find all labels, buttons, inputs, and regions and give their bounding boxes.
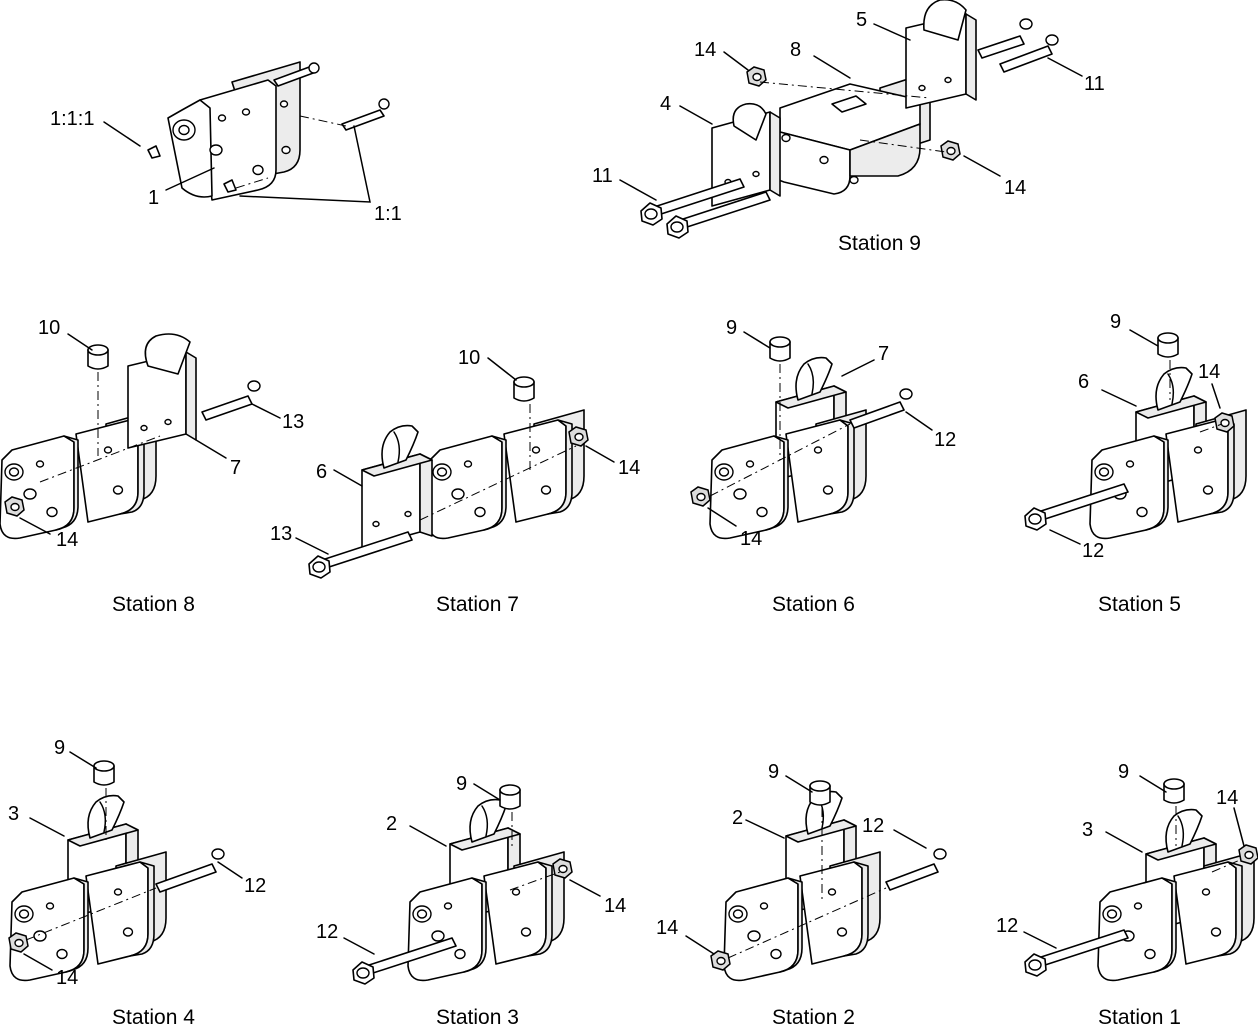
s4-callout-14: 14 xyxy=(56,967,78,989)
station-5-assembly xyxy=(1024,332,1247,540)
s7-callout-10: 10 xyxy=(458,347,480,369)
station-4-title: Station 4 xyxy=(112,1006,195,1029)
station-7-assembly xyxy=(308,376,589,579)
s3-callout-2: 2 xyxy=(386,813,397,835)
s4-callout-3: 3 xyxy=(8,803,19,825)
s2-callout-12: 12 xyxy=(862,815,884,837)
s4-callout-12: 12 xyxy=(244,875,266,897)
s4-callout-9: 9 xyxy=(54,737,65,759)
station-4-assembly xyxy=(8,760,225,982)
station-6-title: Station 6 xyxy=(772,593,855,616)
s3-callout-12: 12 xyxy=(316,921,338,943)
station-2-assembly xyxy=(710,780,947,982)
s9-callout-5: 5 xyxy=(856,9,867,31)
station-8-title: Station 8 xyxy=(112,593,195,616)
s1-callout-14: 14 xyxy=(1216,787,1238,809)
s6-callout-9: 9 xyxy=(726,317,737,339)
s1-callout-12: 12 xyxy=(996,915,1018,937)
station-5-title: Station 5 xyxy=(1098,593,1181,616)
s8-callout-10: 10 xyxy=(38,317,60,339)
station-9-assembly xyxy=(640,0,1059,239)
s5-callout-12: 12 xyxy=(1082,540,1104,562)
s2-callout-9: 9 xyxy=(768,761,779,783)
station-3-title: Station 3 xyxy=(436,1006,519,1029)
station-1-title: Station 1 xyxy=(1098,1006,1181,1029)
s5-callout-9: 9 xyxy=(1110,311,1121,333)
s6-callout-7: 7 xyxy=(878,343,889,365)
s8-callout-13: 13 xyxy=(282,411,304,433)
s3-callout-14: 14 xyxy=(604,895,626,917)
s9-callout-11-left: 11 xyxy=(592,165,613,187)
s7-callout-13: 13 xyxy=(270,523,292,545)
callout-1: 1 xyxy=(148,187,159,209)
callout-1-1-1: 1:1:1 xyxy=(50,108,94,130)
s7-callout-6: 6 xyxy=(316,461,327,483)
s6-callout-12: 12 xyxy=(934,429,956,451)
station-1-assembly xyxy=(1024,778,1258,982)
s9-callout-8: 8 xyxy=(790,39,801,61)
s7-callout-14: 14 xyxy=(618,457,640,479)
base-hinge-assembly xyxy=(147,61,390,201)
s9-callout-4: 4 xyxy=(660,93,671,115)
station-8-assembly xyxy=(0,333,261,540)
s6-callout-14: 14 xyxy=(740,528,762,550)
callout-1-1: 1:1 xyxy=(374,203,402,225)
station-7-title: Station 7 xyxy=(436,593,519,616)
s1-callout-3: 3 xyxy=(1082,819,1093,841)
s9-callout-14-right: 14 xyxy=(1004,177,1026,199)
station-9-title: Station 9 xyxy=(838,232,921,255)
s9-callout-11-right: 11 xyxy=(1084,73,1105,95)
station-2-title: Station 2 xyxy=(772,1006,855,1029)
s8-callout-14: 14 xyxy=(56,529,78,551)
s9-callout-14-top: 14 xyxy=(694,39,716,61)
s2-callout-2: 2 xyxy=(732,807,743,829)
s1-callout-9: 9 xyxy=(1118,761,1129,783)
s8-callout-7: 7 xyxy=(230,457,241,479)
s2-callout-14: 14 xyxy=(656,917,678,939)
s5-callout-14: 14 xyxy=(1198,361,1220,383)
s5-callout-6: 6 xyxy=(1078,371,1089,393)
station-6-assembly xyxy=(690,336,913,540)
s3-callout-9: 9 xyxy=(456,773,467,795)
station-3-assembly xyxy=(352,784,573,985)
